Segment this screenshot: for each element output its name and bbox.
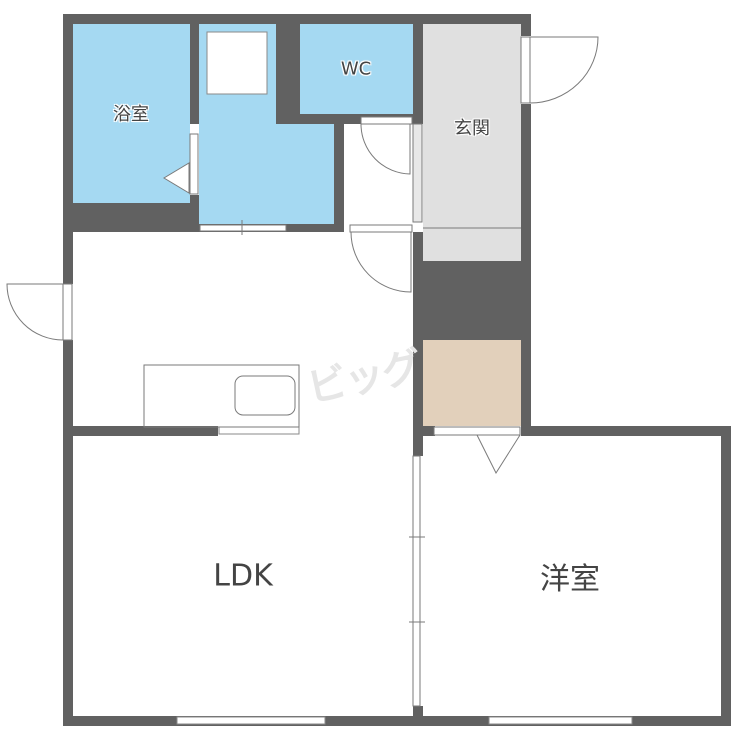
windows	[176, 426, 633, 725]
bath-door	[189, 133, 199, 195]
room-label-wc: WC	[340, 58, 372, 80]
bath-room-fill	[73, 24, 190, 203]
storage-door-swing	[476, 434, 521, 475]
storage-fill	[423, 340, 521, 426]
window-western-bottom	[488, 716, 633, 725]
room-label-bath: 浴室	[113, 104, 149, 125]
walls	[63, 14, 731, 726]
kitchen-sink	[234, 375, 296, 416]
entrance-fill	[423, 24, 521, 261]
washroom-sliding-door	[199, 224, 287, 232]
bath-door-swing	[163, 162, 190, 194]
storage-door	[433, 426, 521, 436]
wc-door	[360, 116, 413, 125]
kitchen-counter	[143, 364, 300, 428]
window-ldk-bottom	[176, 716, 326, 725]
window-kitchen	[218, 426, 300, 435]
corridor-fill	[344, 124, 413, 224]
room-label-entrance: 玄関	[454, 118, 490, 139]
washing-machine-space	[206, 31, 268, 95]
room-label-ldk: LDK	[213, 558, 273, 594]
wc-room-fill	[300, 24, 413, 114]
entrance-door-frame	[520, 36, 531, 104]
sliding-partition	[412, 455, 421, 707]
side-door-swing	[6, 283, 64, 341]
room-label-western-room: 洋室	[540, 562, 600, 597]
wc-door-swing	[360, 123, 411, 175]
fixtures	[143, 31, 300, 428]
ldk-door	[349, 224, 413, 233]
entrance-door-swing	[529, 36, 599, 104]
side-door-frame	[62, 283, 73, 341]
doors	[6, 36, 599, 707]
ldk-door-swing	[350, 231, 412, 293]
